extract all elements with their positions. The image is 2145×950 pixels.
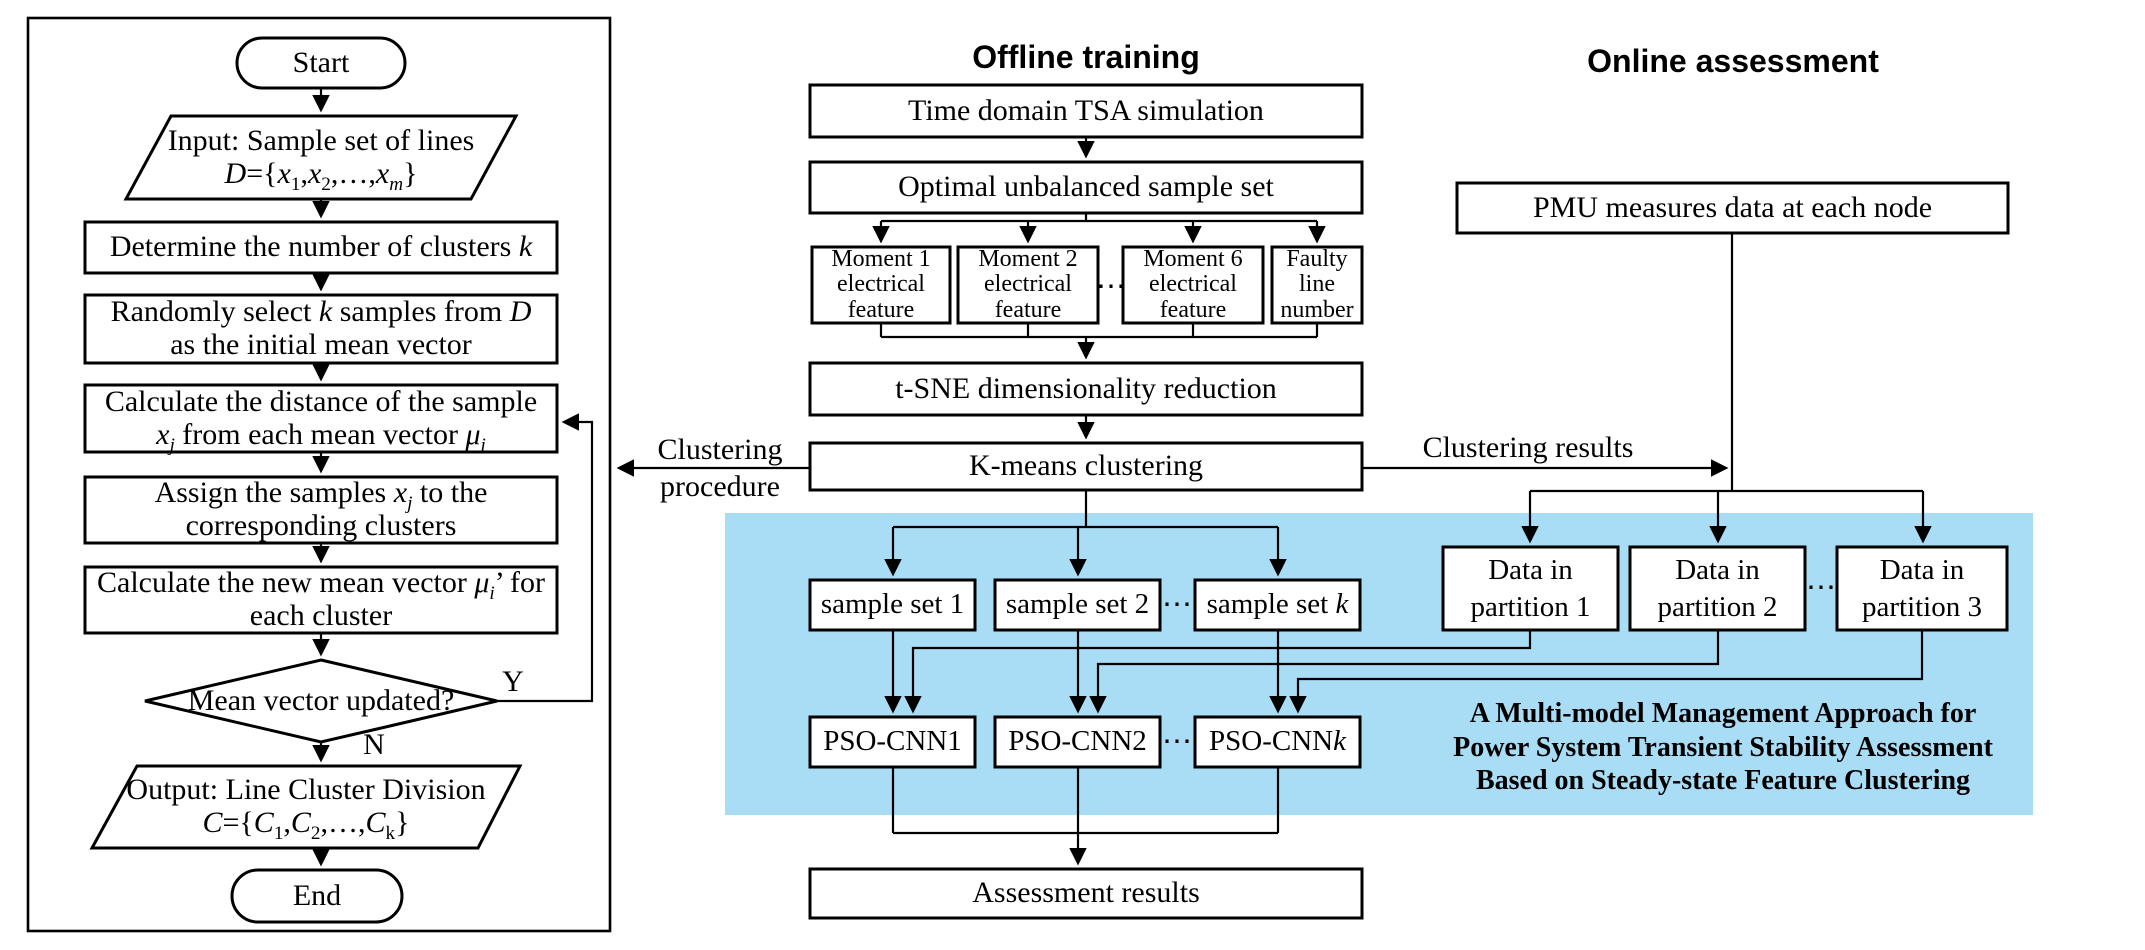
partition-ellipsis: ⋯ [1806, 571, 1836, 605]
data-partition-3-label: Data in partition 3 [1861, 554, 1982, 623]
online-connectors [904, 233, 1932, 714]
caption-line-2: Power System Transient Stability Assessm… [1453, 731, 1993, 763]
optimal-sample-set-label: Optimal unbalanced sample set [898, 170, 1274, 204]
caption-line-3: Based on Steady-state Feature Clustering [1475, 765, 1971, 797]
pmu-measures-label: PMU measures data at each node [1532, 190, 1933, 224]
output-line-1: Output: Line Cluster Division [126, 773, 486, 807]
moment-2-feature-box-label: Moment 2 electrical feature [978, 245, 1078, 323]
caption-line-1: A Multi-model Management Approach for [1469, 698, 1977, 730]
sample-set-k-label: sample set k [1206, 588, 1349, 621]
decision-no-label: N [363, 727, 385, 761]
offline-shapes [808, 83, 1364, 920]
tsa-simulation-label: Time domain TSA simulation [908, 93, 1264, 127]
offline-connectors [872, 137, 1326, 866]
kmeans-label: K-means clustering [968, 449, 1204, 483]
output-line-2: C={C1,C2,…,Ck} [202, 806, 410, 844]
paper-title-caption: A Multi-model Management Approach for Po… [1413, 697, 2033, 798]
sample-set-1-label: sample set 1 [820, 588, 965, 621]
random-select-label: Randomly select k samples from D as the … [110, 295, 532, 361]
input-line-1: Input: Sample set of lines [167, 123, 475, 157]
flowchart-frame [26, 16, 612, 933]
assessment-results-label: Assessment results [972, 876, 1200, 910]
moment-ellipsis: ⋯ [1096, 269, 1126, 303]
clustering-results-label: Clustering results [1422, 430, 1634, 464]
data-partition-1-label: Data in partition 1 [1470, 554, 1591, 623]
output-node-label: Output: Line Cluster Division C={C1,C2,…… [92, 768, 520, 846]
assign-samples-label: Assign the samples xj to the correspondi… [154, 476, 488, 542]
clustering-procedure-label-line1: Clustering [657, 432, 783, 466]
input-node-label: Input: Sample set of lines D={x1,x2,…,xm… [126, 118, 516, 197]
decision-yes-label: Y [502, 664, 524, 698]
tsne-label: t-SNE dimensionality reduction [895, 371, 1277, 405]
moment-6-feature-box-label: Moment 6 electrical feature [1143, 245, 1243, 323]
pso-cnn-2-label: PSO-CNN2 [1008, 725, 1147, 758]
calc-distance-label: Calculate the distance of the sample xj … [104, 384, 538, 456]
decision-label: Mean vector updated? [187, 684, 455, 718]
pso-cnn-k-label: PSO-CNNk [1209, 725, 1346, 758]
new-mean-label: Calculate the new mean vector μi’ for ea… [97, 566, 545, 632]
input-line-2: D={x1,x2,…,xm} [224, 156, 418, 195]
end-node-label: End [292, 878, 342, 912]
online-assessment-title: Online assessment [1587, 42, 1879, 79]
pso-cnn-1-label: PSO-CNN1 [823, 725, 962, 758]
flowchart-connectors [312, 88, 810, 867]
moment-1-feature-box-label: Moment 1 electrical feature [831, 245, 931, 323]
faulty-line-number-box-label: Faulty line number [1280, 245, 1354, 323]
data-partition-2-label: Data in partition 2 [1657, 554, 1778, 623]
flowchart-shapes [83, 36, 559, 924]
sample-set-ellipsis: ⋯ [1162, 587, 1192, 621]
offline-training-title: Offline training [972, 38, 1200, 75]
determine-clusters-label: Determine the number of clusters k [109, 230, 533, 264]
start-node-label: Start [292, 45, 350, 79]
pso-cnn-ellipsis: ⋯ [1162, 724, 1192, 758]
online-shapes [1441, 181, 2010, 632]
clustering-procedure-label-line2: procedure [660, 469, 780, 503]
sample-set-2-label: sample set 2 [1005, 588, 1150, 621]
